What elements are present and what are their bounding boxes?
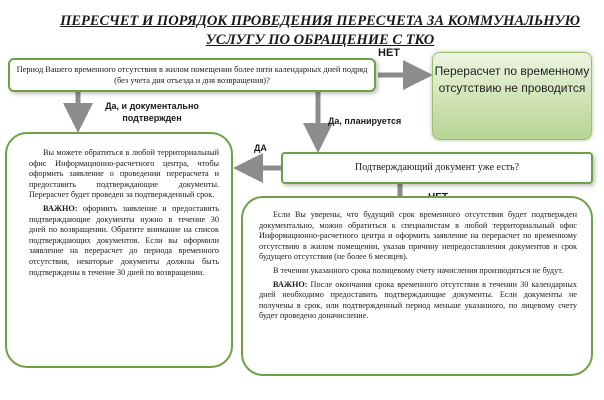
label-no-top: НЕТ xyxy=(378,47,400,59)
documented-instructions-panel: Вы можете обратиться в любой территориал… xyxy=(5,132,233,368)
label-yes-planned: Да, планируется xyxy=(328,116,402,126)
page-title: ПЕРЕСЧЕТ И ПОРЯДОК ПРОВЕДЕНИЯ ПЕРЕСЧЕТА … xyxy=(60,13,580,48)
right-panel-text-3: ВАЖНО: После окончания срока временного … xyxy=(259,280,577,322)
left-important-text: оформить заявление и предоставить подтве… xyxy=(29,203,219,277)
left-panel-text-2: ВАЖНО: оформить заявление и предоставить… xyxy=(29,204,219,278)
right-panel-text-1: Если Вы уверены, что будущий срок времен… xyxy=(259,210,577,262)
no-recalculation-box: Перерасчет по временному отсутствию не п… xyxy=(432,52,592,140)
right-important-label: ВАЖНО: xyxy=(273,279,308,289)
question-document-exists: Подтверждающий документ уже есть? xyxy=(281,152,593,184)
right-important-text: После окончания срока временного отсутст… xyxy=(259,279,577,321)
label-yes-documented: Да, и документально подтвержден xyxy=(105,101,199,123)
left-panel-text-1: Вы можете обратиться в любой территориал… xyxy=(29,148,219,200)
question-absence-period: Период Вашего временного отсутствия в жи… xyxy=(8,58,376,92)
planned-instructions-panel: Если Вы уверены, что будущий срок времен… xyxy=(241,196,593,376)
left-important-label: ВАЖНО: xyxy=(43,203,78,213)
label-yes: ДА xyxy=(254,143,267,153)
right-panel-text-2: В течении указанного срока полицевому сч… xyxy=(273,265,564,275)
